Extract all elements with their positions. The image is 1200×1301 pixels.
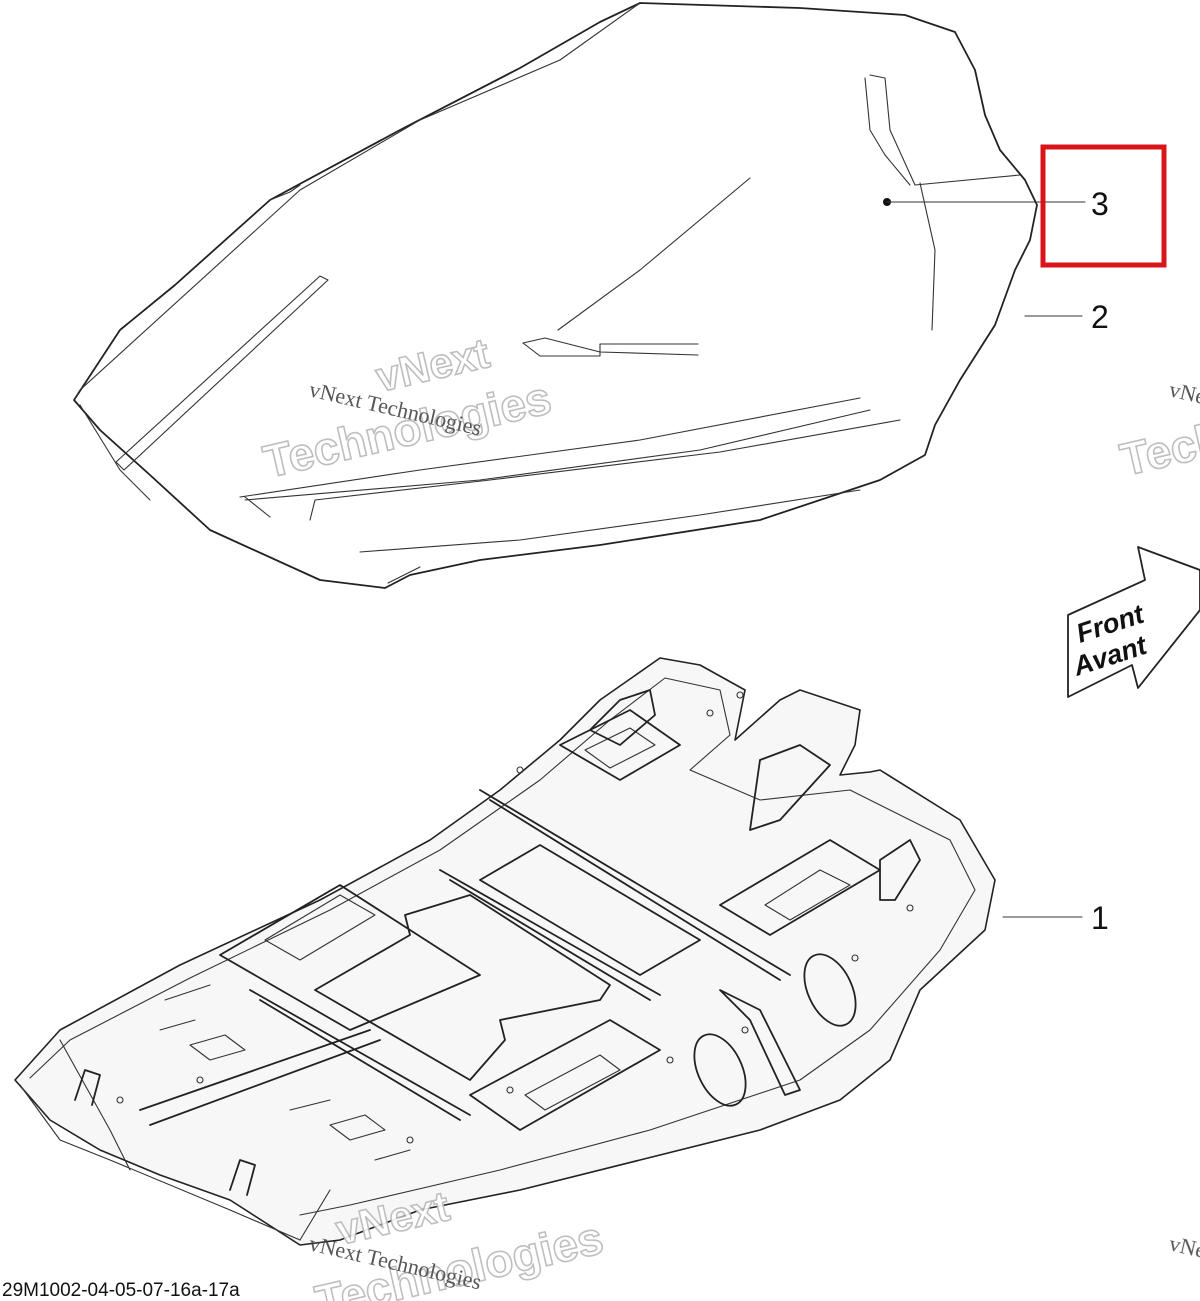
callout-3-number: 3 [1091, 186, 1109, 222]
callout-1-number: 1 [1091, 900, 1109, 936]
seat-base-part [14, 657, 996, 1246]
callout-2-number: 2 [1091, 299, 1109, 335]
watermark-right: vNext Technologies Technologies [1115, 368, 1200, 486]
diagram-reference-code: 29M1002-04-05-07-16a-17a [2, 1280, 240, 1301]
front-arrow-shape [1067, 546, 1200, 698]
watermark-bottom-right-serif: vNext Technologies [1167, 1231, 1200, 1295]
leader-lines [883, 198, 1086, 918]
watermark-bottom: vNext Technologies vNext Technologies vN… [307, 1181, 1200, 1301]
front-direction-arrow: Front Avant [1067, 546, 1200, 698]
callout-3-highlight-box[interactable] [1040, 144, 1167, 268]
seat-cover-part [73, 2, 1038, 589]
